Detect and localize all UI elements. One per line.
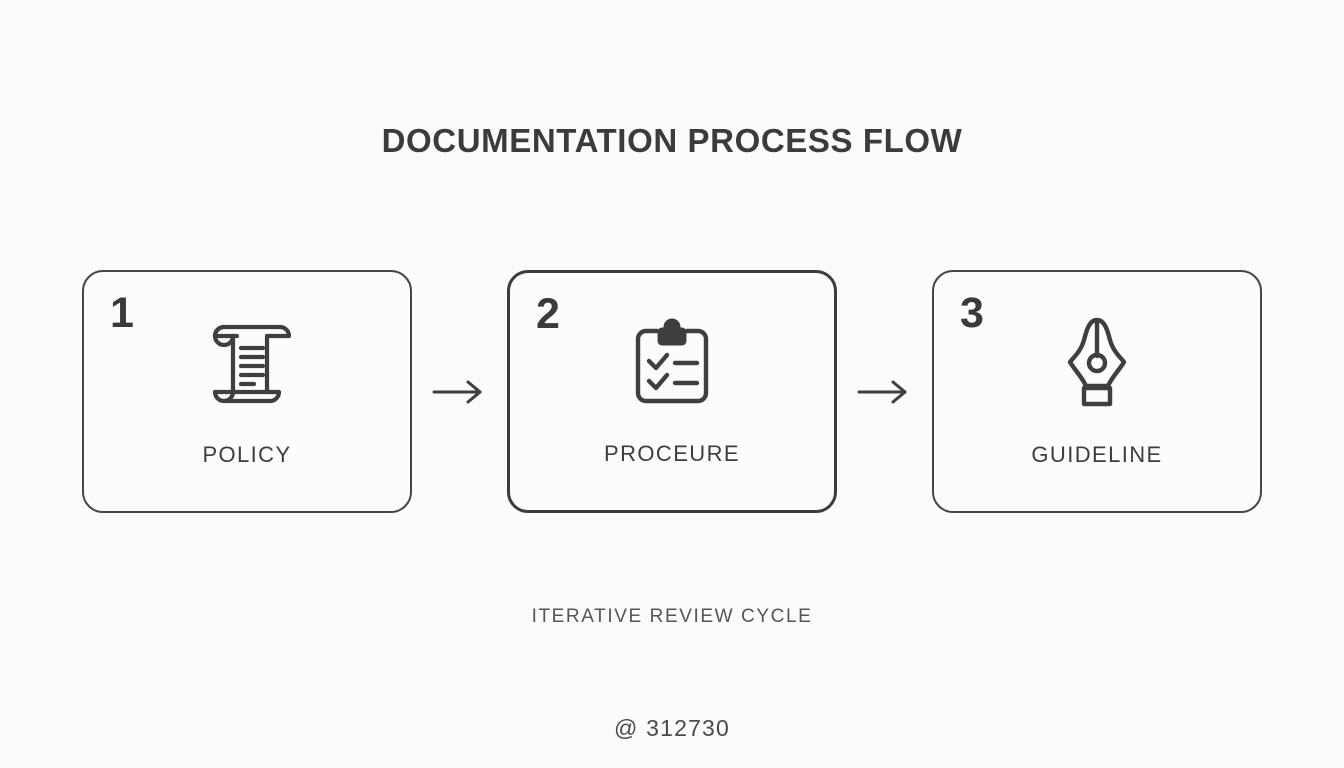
- arrow-right-icon: [428, 372, 492, 412]
- pen-nib-icon: [934, 314, 1260, 414]
- step-label-1: POLICY: [202, 442, 292, 467]
- flow-caption: ITERATIVE REVIEW CYCLE: [531, 606, 813, 627]
- step-card-3[interactable]: 3 GUIDELINE: [932, 270, 1262, 513]
- step-label-3: GUIDELINE: [1031, 442, 1163, 467]
- step-number-3: 3: [960, 289, 984, 337]
- arrow-right-icon: [853, 372, 917, 412]
- scroll-icon: [84, 314, 410, 414]
- step-card-2[interactable]: 2 PROCEURE: [507, 270, 837, 513]
- step-card-1[interactable]: 1: [82, 270, 412, 513]
- clipboard-checklist-icon: [510, 315, 834, 415]
- step-number-1: 1: [110, 289, 134, 337]
- process-flow-row: 1: [82, 270, 1262, 513]
- step-label-2: PROCEURE: [604, 441, 740, 466]
- footer-id: @ 312730: [613, 715, 731, 741]
- step-number-2: 2: [536, 290, 560, 338]
- page-title: DOCUMENTATION PROCESS FLOW: [381, 122, 963, 159]
